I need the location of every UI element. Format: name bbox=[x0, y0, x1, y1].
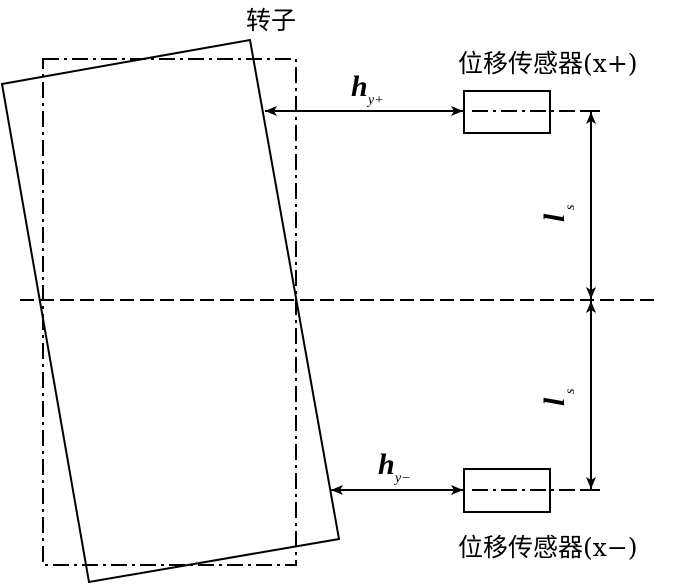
sensor-bottom-label: 位移传感器(x−) bbox=[458, 533, 638, 562]
sensor-top-label: 位移传感器(x+) bbox=[458, 49, 638, 78]
distance-top-subscript: s bbox=[563, 204, 578, 210]
gap-top-subscript: y+ bbox=[366, 93, 384, 108]
distance-bottom-subscript: s bbox=[563, 388, 578, 394]
sensor-bottom-box bbox=[463, 468, 551, 513]
distance-bottom-symbol: l bbox=[538, 397, 571, 406]
tilted-rotor bbox=[0, 38, 341, 584]
gap-bottom-subscript: y− bbox=[393, 471, 411, 486]
distance-top-symbol: l bbox=[538, 213, 571, 222]
sensor-top-box bbox=[463, 90, 551, 134]
rotor-label: 转子 bbox=[246, 6, 296, 35]
gap-bottom-symbol: h bbox=[378, 448, 395, 481]
gap-top-symbol: h bbox=[351, 70, 368, 103]
nominal-rotor-outline bbox=[42, 58, 297, 566]
